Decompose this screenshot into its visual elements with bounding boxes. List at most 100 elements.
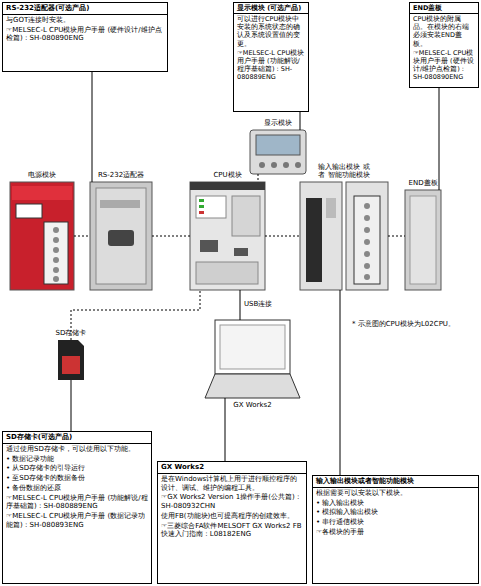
callout-text: 使用FB(功能块)也可提高程序的创建效率。 bbox=[161, 512, 303, 521]
module-link bbox=[74, 236, 90, 237]
leader-line bbox=[439, 88, 440, 190]
callout-text: • 串行通信模块 bbox=[316, 518, 475, 527]
callout-text: 通过使用SD存储卡，可以使用以下功能。 bbox=[6, 445, 148, 454]
terminal-screw bbox=[364, 263, 370, 269]
module-link bbox=[388, 236, 405, 237]
note-text: * 示意图的CPU模块为L02CPU。 bbox=[352, 320, 480, 329]
adapter-body bbox=[90, 182, 152, 290]
callout-text: ☞GX Works2 Version 1操作手册(公共篇) : SH-08093… bbox=[161, 493, 303, 511]
adapter-front bbox=[96, 188, 146, 284]
part-label: SD存储卡 bbox=[56, 329, 87, 338]
callout-text: • 至SD存储卡的数据备份 bbox=[6, 474, 148, 483]
callout-text: 根据需要可以安装以下模块。 bbox=[316, 489, 475, 498]
led bbox=[199, 211, 204, 214]
terminal-screw bbox=[364, 239, 370, 245]
end-cover: END盖板 bbox=[405, 190, 441, 290]
rs232-adapter: RS-232适配器 bbox=[90, 182, 152, 290]
callout-text: ☞MELSEC-L CPU模块用户手册 (数据记录功能篇) : SH-08089… bbox=[6, 512, 148, 530]
led bbox=[199, 199, 204, 202]
dsub-connector bbox=[108, 230, 134, 246]
leader-line bbox=[225, 398, 226, 461]
callout-box: END盖板CPU模块的附属品。在模块的右端必须安装END盖板。☞MELSEC-L… bbox=[409, 2, 479, 88]
cpu-cover bbox=[232, 196, 260, 236]
laptop-screen bbox=[220, 325, 285, 369]
callout-heading: RS-232适配器(可选产品) bbox=[3, 3, 167, 15]
module-link bbox=[71, 290, 200, 340]
part-label: RS-232适配器 bbox=[98, 171, 144, 180]
callout-text: 可以进行CPU模块中安装的系统状态的确认及系统设置值的变更。 bbox=[237, 15, 305, 48]
sd-card-body bbox=[58, 340, 84, 380]
usb-port bbox=[234, 248, 248, 256]
part-label: CPU模块 bbox=[213, 171, 241, 180]
callout-heading: SD存储卡(可选产品) bbox=[3, 432, 151, 444]
display-button bbox=[283, 162, 289, 168]
terminal-screw bbox=[53, 227, 59, 233]
terminal-block bbox=[354, 196, 380, 284]
ethernet-port bbox=[200, 240, 218, 252]
callout-text: 与GOT连接时安装。 bbox=[6, 16, 164, 25]
cpu-module: CPU模块 bbox=[190, 182, 265, 290]
io-module-art bbox=[300, 182, 388, 290]
power-module-art bbox=[10, 182, 74, 290]
laptop-base bbox=[205, 374, 300, 398]
leader-line bbox=[71, 380, 72, 431]
programming-pc: GX Works2 bbox=[205, 320, 300, 398]
terminal-screw bbox=[364, 203, 370, 209]
laptop-lid bbox=[215, 320, 290, 374]
power-body bbox=[10, 182, 74, 290]
led bbox=[199, 205, 204, 208]
laptop-art bbox=[205, 320, 300, 398]
module-link bbox=[152, 236, 190, 237]
part-label: GX Works2 bbox=[233, 401, 271, 410]
terminal-screw bbox=[53, 257, 59, 263]
callout-text: ☞三菱综合FA软件MELSOFT GX Works2 FB快速入门指南 : L0… bbox=[161, 522, 303, 540]
warning-plate bbox=[16, 204, 42, 218]
io-terminal bbox=[196, 262, 258, 284]
intelligent-body bbox=[346, 182, 388, 290]
display-screen bbox=[256, 135, 300, 155]
power-top bbox=[12, 186, 72, 200]
adapter-strip bbox=[100, 200, 140, 208]
callout-text: ☞MELSEC-L CPU模块用户手册 (功能解说/程序基础篇) : SH-08… bbox=[6, 494, 148, 512]
connection-label: USB连接 bbox=[244, 300, 272, 309]
io-body bbox=[300, 182, 342, 290]
callout-heading: 输入输出模块或者智能功能模块 bbox=[313, 476, 478, 488]
callout-box: SD存储卡(可选产品)通过使用SD存储卡，可以使用以下功能。• 数据记录功能• … bbox=[2, 431, 152, 584]
part-label: 输入输出模块 或者 智能功能模块 bbox=[318, 163, 370, 181]
module-link bbox=[258, 174, 259, 182]
terminal-block bbox=[44, 222, 68, 284]
end-cover-art bbox=[405, 190, 441, 290]
callout-box: RS-232适配器(可选产品)与GOT连接时安装。☞MELSEC-L CPU模块… bbox=[2, 2, 168, 72]
end-cover-body bbox=[405, 190, 441, 290]
callout-box: 显示模块 (可选产品)可以进行CPU模块中安装的系统状态的确认及系统设置值的变更… bbox=[233, 2, 309, 112]
callout-heading: 显示模块 (可选产品) bbox=[234, 3, 308, 14]
callout-box: 输入输出模块或者智能功能模块根据需要可以安装以下模块。• 输入输出模块• 模拟输… bbox=[312, 475, 479, 584]
cpu-body bbox=[190, 182, 265, 290]
cpu-top bbox=[190, 182, 265, 190]
power-module: 电源模块 bbox=[10, 182, 74, 290]
callout-text: ☞MELSEC-L CPU模块用户手册 (硬件设计/维护点检篇) : SH-08… bbox=[6, 26, 164, 44]
terminal-screw bbox=[364, 227, 370, 233]
part-label: END盖板 bbox=[408, 179, 437, 188]
leader-line bbox=[340, 290, 341, 475]
callout-text: • 输入输出模块 bbox=[316, 499, 475, 508]
callout-heading: END盖板 bbox=[410, 3, 478, 14]
display-body bbox=[250, 130, 306, 174]
module-link bbox=[265, 236, 300, 237]
terminal-screw bbox=[53, 276, 59, 282]
end-cover-face bbox=[410, 196, 436, 284]
leader-line bbox=[300, 112, 301, 130]
display-button bbox=[295, 162, 301, 168]
terminal-screw bbox=[53, 247, 59, 253]
callout-text: ☞MELSEC-L CPU模块用户手册 (功能解说/程序基础篇) : SH-08… bbox=[237, 49, 305, 82]
callout-text: ☞MELSEC-L CPU模块用户手册 (硬件设计/维护点检篇) : SH-08… bbox=[413, 49, 475, 82]
cpu-module-art bbox=[190, 182, 265, 290]
usb-cable bbox=[240, 290, 241, 320]
led-panel bbox=[196, 196, 226, 218]
callout-box: GX Works2是在Windows计算机上用于进行顺控程序的设计、调试、维护的… bbox=[157, 461, 307, 584]
callout-text: • 模拟输入输出模块 bbox=[316, 508, 475, 517]
terminal-screw bbox=[364, 251, 370, 257]
callout-text: • 备份数据的还原 bbox=[6, 484, 148, 493]
terminal-screw bbox=[53, 267, 59, 273]
sd-card-art bbox=[58, 340, 84, 380]
